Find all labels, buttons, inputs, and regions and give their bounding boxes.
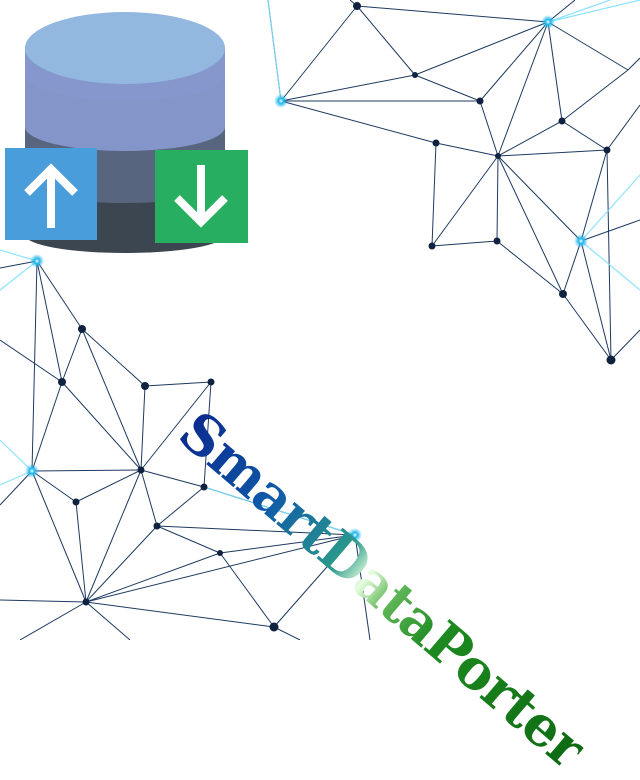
upload-arrow-icon bbox=[5, 148, 97, 240]
network-mesh-bottom-left bbox=[0, 249, 371, 640]
background-canvas bbox=[0, 0, 640, 640]
download-arrow-icon bbox=[155, 150, 248, 243]
network-mesh-top-right bbox=[267, 0, 640, 365]
